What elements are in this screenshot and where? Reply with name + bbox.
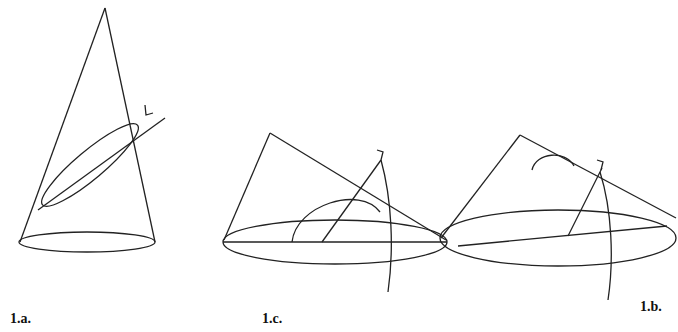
figure-label: 1.c. [262, 312, 282, 326]
cone-a [19, 8, 165, 252]
figure-label: 1.a. [10, 312, 31, 326]
figure-label: 1.b. [640, 300, 662, 314]
cone-b [440, 135, 676, 300]
cone-c [223, 133, 447, 292]
